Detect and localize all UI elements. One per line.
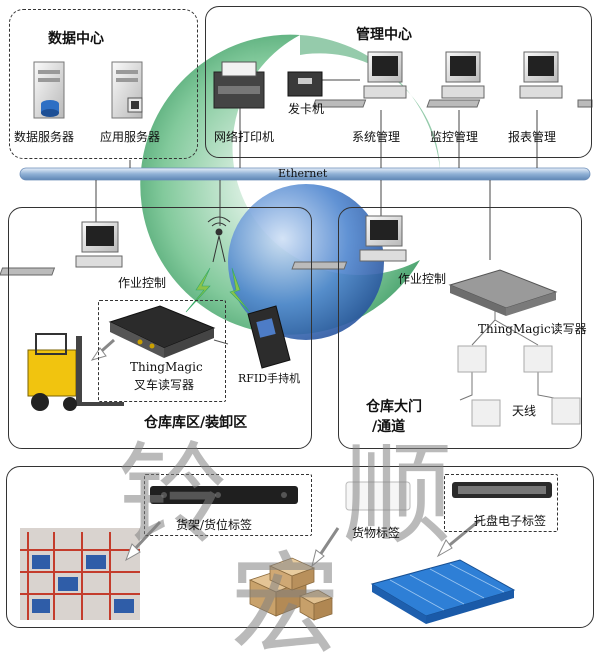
- shelf-tag-illustration: [150, 486, 298, 504]
- monitor-mgmt-pc-illustration: [426, 51, 485, 108]
- shelf-tag-label: 货架/货位标签: [176, 518, 253, 532]
- watermark: 铃 顺 宏: [117, 431, 493, 669]
- forklift-reader-label-1: ThingMagic: [130, 360, 203, 374]
- gate-op-control-label: 作业控制: [398, 272, 447, 286]
- app-server-illustration: [111, 61, 143, 119]
- monitor-mgmt-label: 监控管理: [430, 130, 479, 144]
- forklift-reader-illustration: [108, 305, 216, 358]
- pallet-tag-illustration: [452, 482, 552, 498]
- gate-op-pc-illustration: [291, 215, 407, 270]
- cardboard-boxes: [248, 557, 333, 621]
- report-mgmt-label: 报表管理: [508, 130, 557, 144]
- tags-area-box: [6, 466, 594, 628]
- printer-illustration: [213, 61, 265, 109]
- mgmt-center-box: [205, 6, 592, 158]
- card-issuer-label: 发卡机: [288, 102, 325, 116]
- warehouse-area-title: 仓库库区/装卸区: [144, 415, 248, 431]
- mgmt-center-title: 管理中心: [356, 27, 412, 43]
- card-issuer-illustration: [287, 71, 323, 97]
- wireless-signal-1: [185, 267, 211, 313]
- antenna-panels: [457, 345, 581, 427]
- warehouse-op-pc-illustration: [0, 221, 123, 276]
- handheld-label: RFID手持机: [238, 372, 301, 385]
- plastic-pallet: [370, 559, 516, 624]
- pallet-tag-label: 托盘电子标签: [474, 514, 547, 528]
- shelving-photo: [20, 528, 140, 620]
- handheld-illustration: [247, 305, 291, 369]
- wireless-signal-2: [229, 267, 251, 313]
- antenna-tower-illustration: [207, 216, 231, 263]
- sys-mgmt-pc-illustration: [312, 51, 407, 108]
- gate-area-title-2: /通道: [372, 419, 406, 435]
- gate-reader-label: ThingMagic读写器: [478, 322, 587, 336]
- network-diagram-artwork: [0, 34, 593, 624]
- db-server-illustration: [33, 61, 65, 119]
- forklift-reader-label-2: 叉车读写器: [134, 378, 195, 392]
- ethernet-label: Ethernet: [278, 167, 328, 180]
- gate-area-title-1: 仓库大门: [366, 399, 422, 415]
- db-server-label: 数据服务器: [14, 130, 75, 144]
- app-server-label: 应用服务器: [100, 130, 161, 144]
- goods-tag-label: 货物标签: [352, 526, 401, 540]
- warehouse-area-box: [8, 207, 312, 449]
- goods-tag-illustration: [345, 481, 411, 511]
- gate-area-box: [338, 207, 582, 449]
- sys-mgmt-label: 系统管理: [352, 130, 401, 144]
- warehouse-op-control-label: 作业控制: [118, 276, 167, 290]
- ethernet-bar: [19, 167, 591, 181]
- antenna-label: 天线: [512, 404, 537, 418]
- forklift-illustration: [27, 333, 124, 411]
- forklift-reader-box: [98, 300, 226, 402]
- pallet-tag-box: [444, 474, 558, 532]
- report-mgmt-pc-illustration: [519, 51, 593, 108]
- data-center-title: 数据中心: [48, 31, 104, 47]
- gate-reader-illustration: [448, 269, 558, 316]
- data-center-box: [9, 9, 198, 159]
- shelf-tag-box: [144, 474, 312, 536]
- printer-label: 网络打印机: [214, 130, 275, 144]
